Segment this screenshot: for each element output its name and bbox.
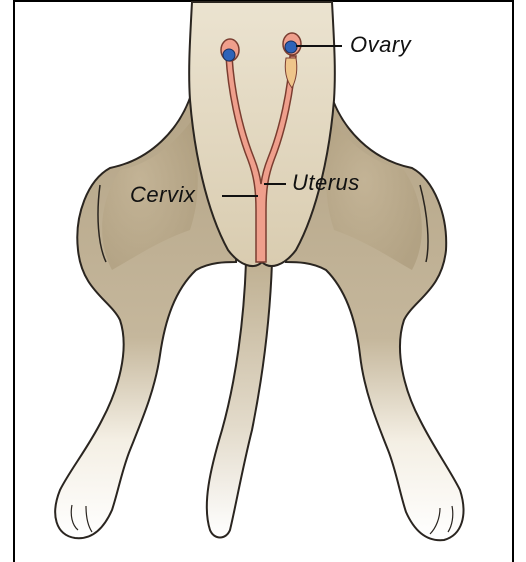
left-ovary xyxy=(223,49,235,61)
uterus-label: Uterus xyxy=(292,172,360,194)
right-ovary xyxy=(285,41,297,53)
tail xyxy=(207,262,272,538)
ovary-label: Ovary xyxy=(350,34,411,56)
cervix-label: Cervix xyxy=(130,184,195,206)
